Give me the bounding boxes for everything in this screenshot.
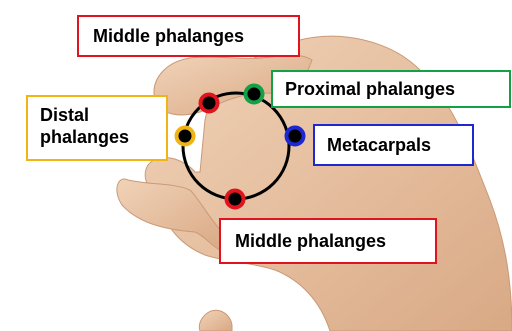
label-distal-line1: Distal <box>40 105 90 125</box>
thumb-shape <box>116 178 226 251</box>
middle-phalanges-top-dot <box>198 92 220 114</box>
label-distal-phalanges: Distal phalanges <box>26 95 168 161</box>
fingertip-shape <box>198 309 233 331</box>
joint-markers <box>174 83 306 210</box>
label-metacarpals: Metacarpals <box>313 124 474 166</box>
label-proximal-phalanges: Proximal phalanges <box>271 70 511 108</box>
label-distal-line2: phalanges <box>40 127 130 147</box>
label-middle-phalanges-top: Middle phalanges <box>77 15 300 57</box>
middle-phalanges-bottom-dot <box>224 188 246 210</box>
distal-phalanges-dot <box>174 125 196 147</box>
label-middle-phalanges-bottom: Middle phalanges <box>219 218 437 264</box>
proximal-phalanges-dot <box>243 83 265 105</box>
metacarpals-dot <box>284 125 306 147</box>
